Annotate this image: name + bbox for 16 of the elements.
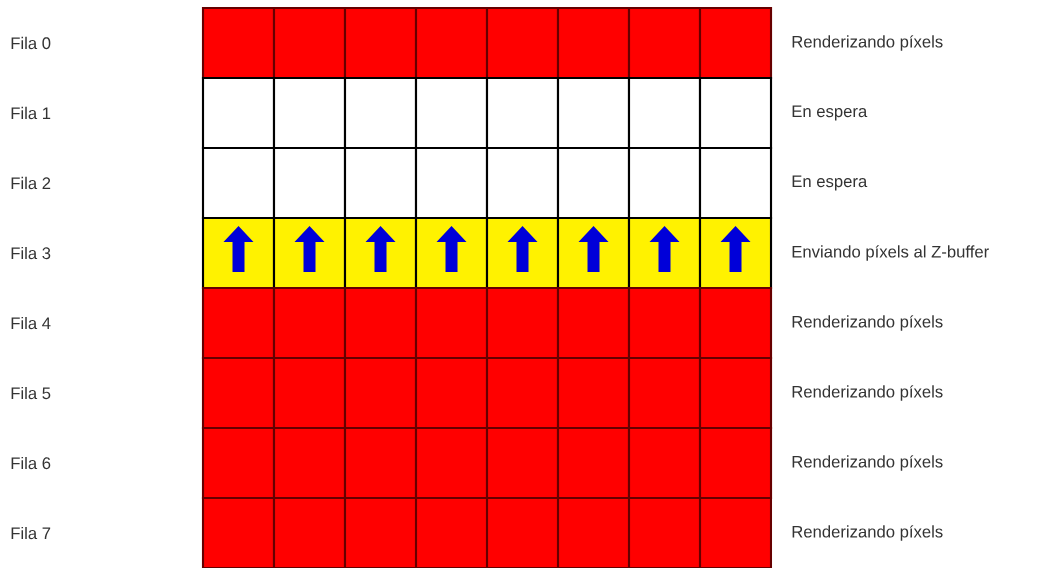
row-label: Fila 7 [11, 526, 51, 540]
status-label: En espera [792, 105, 868, 121]
row-label: Fila 1 [11, 106, 51, 120]
status-label: En espera [792, 175, 868, 191]
row-label: Fila 4 [11, 316, 51, 330]
status-label: Renderizando píxels [792, 315, 943, 331]
row-label: Fila 6 [11, 456, 51, 470]
status-label: Enviando píxels al Z-buffer [792, 245, 989, 261]
row-label: Fila 5 [11, 386, 51, 400]
status-label: Renderizando píxels [792, 385, 943, 401]
status-label: Renderizando píxels [792, 525, 943, 541]
row-label: Fila 0 [11, 36, 51, 50]
row-label: Fila 3 [11, 246, 51, 260]
row-label: Fila 2 [11, 176, 51, 190]
status-label: Renderizando píxels [792, 455, 943, 471]
status-label: Renderizando píxels [792, 35, 943, 51]
